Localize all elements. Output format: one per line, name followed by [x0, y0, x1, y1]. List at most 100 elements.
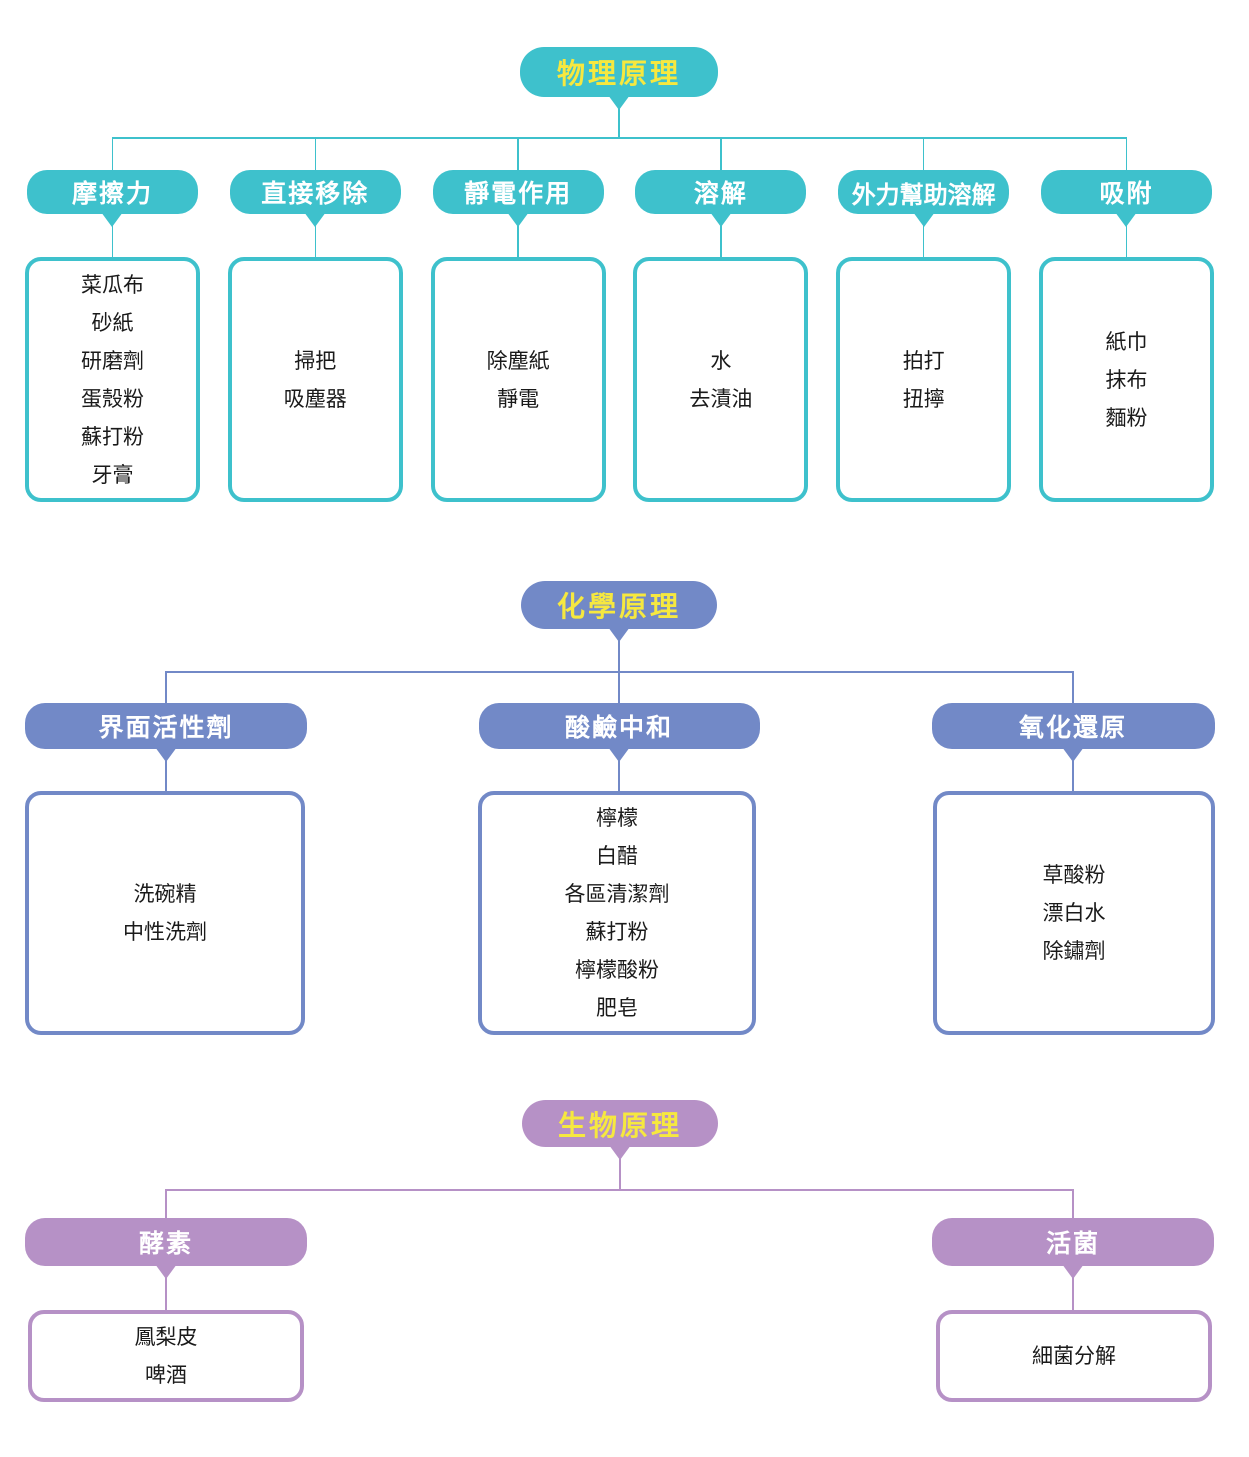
leaf-box-dissolve: 水去漬油: [633, 257, 809, 502]
connector-line: [111, 222, 114, 257]
connector-line: [112, 137, 1127, 139]
branch-node-force-dissolve: 外力幫助溶解: [838, 170, 1010, 214]
speech-tail-icon: [609, 1145, 631, 1160]
connector-line: [1125, 137, 1128, 170]
item-text: 拍打: [902, 348, 945, 373]
connector-line: [619, 1157, 621, 1190]
branch-label: 溶解: [693, 180, 748, 208]
speech-tail-icon: [507, 212, 529, 227]
branch-node-redox: 氧化還原: [931, 703, 1215, 749]
branch-label: 界面活性劑: [98, 714, 234, 742]
item-text: 扭擰: [902, 386, 945, 411]
leaf-box-force-dissolve: 拍打扭擰: [836, 257, 1012, 502]
leaf-box-surfactant: 洗碗精中性洗劑: [25, 791, 305, 1035]
item-text: 蘇打粉: [585, 920, 649, 944]
item-text: 蛋殼粉: [81, 386, 144, 411]
item-text: 砂紙: [91, 310, 134, 335]
leaf-box-enzyme: 鳳梨皮啤酒: [28, 1310, 304, 1402]
item-text: 去漬油: [689, 386, 753, 411]
connector-line: [618, 671, 620, 703]
item-text: 吸塵器: [283, 386, 347, 411]
speech-tail-icon: [608, 627, 630, 642]
speech-tail-icon: [608, 747, 630, 762]
branch-label: 直接移除: [261, 180, 370, 208]
speech-tail-icon: [1062, 1264, 1084, 1279]
branch-label: 酸鹼中和: [564, 714, 673, 742]
branch-label: 外力幫助溶解: [851, 181, 996, 209]
item-text: 鳳梨皮: [134, 1325, 198, 1349]
leaf-box-direct-removal: 掃把吸塵器: [227, 257, 403, 502]
connector-line: [314, 137, 316, 170]
leaf-box-live-bacteria: 細菌分解: [936, 1310, 1212, 1402]
branch-node-friction: 摩擦力: [27, 170, 198, 214]
item-text: 洗碗精: [133, 882, 197, 906]
connector-line: [1072, 1274, 1074, 1310]
root-node-physical: 物理原理: [520, 47, 718, 97]
connector-line: [517, 137, 519, 170]
item-text: 各區清潔劑: [564, 882, 670, 906]
item-text: 白醋: [596, 844, 638, 868]
speech-tail-icon: [608, 95, 630, 110]
branch-node-dissolve: 溶解: [635, 170, 807, 214]
branch-node-acid-base: 酸鹼中和: [478, 703, 760, 749]
item-text: 抹布: [1105, 367, 1148, 392]
connector-line: [720, 222, 722, 257]
item-text: 牙膏: [91, 462, 134, 487]
item-text: 蘇打粉: [81, 424, 144, 449]
item-text: 細菌分解: [1032, 1344, 1116, 1368]
connector-line: [1072, 671, 1074, 703]
item-text: 除塵紙: [486, 348, 550, 373]
connector-line: [922, 222, 925, 257]
connector-line: [1125, 222, 1128, 257]
speech-tail-icon: [710, 212, 732, 227]
branch-label: 吸附: [1099, 180, 1154, 208]
branch-node-static: 靜電作用: [432, 170, 604, 214]
speech-tail-icon: [155, 1264, 177, 1279]
connector-line: [922, 137, 925, 170]
speech-tail-icon: [304, 212, 326, 227]
item-text: 麵粉: [1105, 405, 1148, 430]
connector-line: [1072, 757, 1074, 791]
leaf-box-redox: 草酸粉漂白水除鏽劑: [933, 791, 1215, 1035]
root-label: 化學原理: [556, 591, 681, 622]
connector-line: [517, 222, 519, 257]
item-text: 中性洗劑: [123, 920, 207, 944]
root-label: 生物原理: [557, 1109, 682, 1141]
item-text: 肥皂: [596, 996, 638, 1020]
item-text: 靜電: [497, 386, 540, 411]
branch-label: 酵素: [138, 1230, 193, 1258]
connector-line: [618, 757, 620, 791]
leaf-box-adsorption: 紙巾抹布麵粉: [1039, 257, 1214, 502]
item-text: 菜瓜布: [81, 272, 144, 297]
branch-node-enzyme: 酵素: [25, 1218, 307, 1266]
item-text: 除鏽劑: [1042, 939, 1106, 963]
item-text: 檸檬酸粉: [575, 958, 659, 982]
branch-node-adsorption: 吸附: [1041, 170, 1212, 214]
connector-line: [720, 137, 722, 170]
branch-label: 活菌: [1045, 1230, 1100, 1258]
speech-tail-icon: [1115, 212, 1137, 227]
item-text: 草酸粉: [1042, 863, 1106, 887]
connector-line: [165, 757, 167, 791]
item-text: 啤酒: [145, 1363, 187, 1387]
speech-tail-icon: [913, 212, 935, 227]
connector-line: [618, 639, 620, 672]
connector-line: [166, 1189, 1073, 1191]
branch-label: 靜電作用: [464, 180, 573, 208]
branch-node-live-bacteria: 活菌: [932, 1218, 1214, 1266]
branch-node-surfactant: 界面活性劑: [25, 703, 307, 749]
leaf-box-friction: 菜瓜布砂紙研磨劑蛋殼粉蘇打粉牙膏: [25, 257, 200, 502]
leaf-box-static: 除塵紙靜電: [430, 257, 606, 502]
connector-line: [165, 1189, 167, 1218]
leaf-box-acid-base: 檸檬白醋各區清潔劑蘇打粉檸檬酸粉肥皂: [478, 791, 756, 1035]
item-text: 紙巾: [1105, 329, 1148, 354]
root-node-chemical: 化學原理: [521, 581, 717, 629]
root-node-biological: 生物原理: [522, 1100, 718, 1147]
connector-line: [1072, 1189, 1074, 1218]
item-text: 檸檬: [596, 806, 638, 830]
item-text: 漂白水: [1042, 901, 1106, 925]
item-text: 研磨劑: [81, 348, 144, 373]
connector-line: [165, 1274, 167, 1310]
connector-line: [165, 671, 167, 703]
